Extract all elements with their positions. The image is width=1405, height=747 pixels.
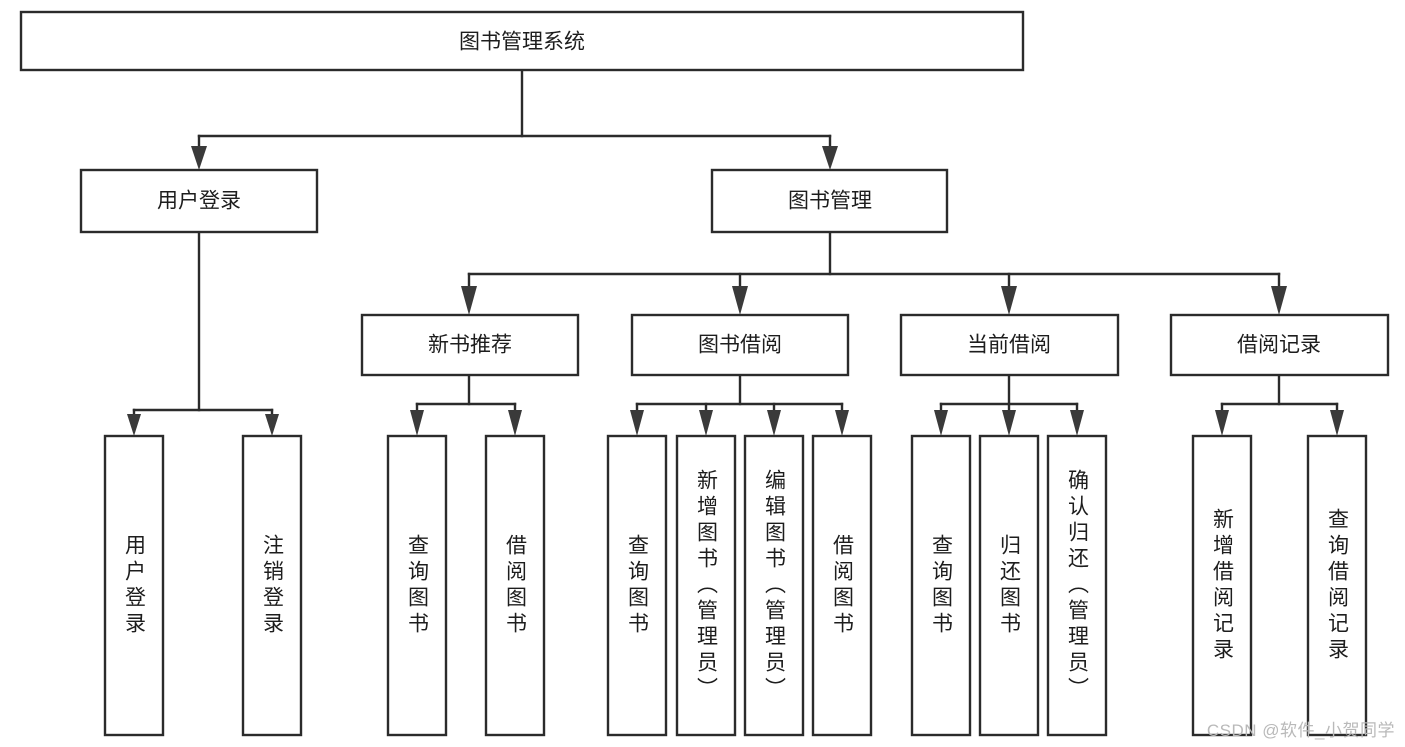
node-leaf-query-book-2[interactable] xyxy=(606,434,668,737)
arrow-head-leaf-user-logout xyxy=(265,414,279,436)
node-current-borrow-box[interactable] xyxy=(899,313,1120,377)
node-leaf-borrow-book-1-box[interactable] xyxy=(484,434,546,737)
arrow-head-book-manage xyxy=(822,146,838,170)
node-book-manage[interactable]: 图书管理 xyxy=(710,168,949,234)
arrow-head-user-login xyxy=(191,146,207,170)
node-user-login-box[interactable] xyxy=(79,168,319,234)
arrow-head-leaf-return-book xyxy=(1002,410,1016,436)
arrow-head-leaf-borrow-book-1 xyxy=(508,410,522,436)
arrow-head-leaf-confirm-return xyxy=(1070,410,1084,436)
node-new-book-recommend-box[interactable] xyxy=(360,313,580,377)
node-leaf-return-book-box[interactable] xyxy=(978,434,1040,737)
arrow-head-leaf-query-book-2 xyxy=(630,410,644,436)
node-leaf-return-book[interactable] xyxy=(978,434,1040,737)
watermark: CSDN @软件_小贺同学 xyxy=(1206,721,1395,740)
node-leaf-edit-book[interactable] xyxy=(743,434,805,737)
node-leaf-add-record-box[interactable] xyxy=(1191,434,1253,737)
node-leaf-borrow-book-2-box[interactable] xyxy=(811,434,873,737)
node-leaf-query-book-1[interactable] xyxy=(386,434,448,737)
arrow-head-new-book-recommend xyxy=(461,286,477,315)
arrow-head-leaf-user-login xyxy=(127,414,141,436)
node-book-manage-box[interactable] xyxy=(710,168,949,234)
node-leaf-query-book-1-box[interactable] xyxy=(386,434,448,737)
node-leaf-user-login-box[interactable] xyxy=(103,434,165,737)
node-root-label: 图书管理系统 xyxy=(459,31,585,54)
node-root[interactable]: 图书管理系统 xyxy=(19,10,1025,72)
node-leaf-add-book[interactable] xyxy=(675,434,737,737)
node-borrow-record-label: 借阅记录 xyxy=(1237,334,1321,357)
node-leaf-confirm-return[interactable] xyxy=(1046,434,1108,737)
arrow-head-book-borrow xyxy=(732,286,748,315)
node-leaf-user-logout[interactable] xyxy=(241,434,303,737)
node-book-borrow-box[interactable] xyxy=(630,313,850,377)
arrow-head-leaf-query-book-3 xyxy=(934,410,948,436)
arrow-head-leaf-query-book-1 xyxy=(410,410,424,436)
node-leaf-query-book-3-box[interactable] xyxy=(910,434,972,737)
node-leaf-edit-book-box[interactable] xyxy=(743,434,805,737)
arrow-head-leaf-add-book xyxy=(699,410,713,436)
node-book-borrow[interactable]: 图书借阅 xyxy=(630,313,850,377)
node-user-login-label: 用户登录 xyxy=(157,190,241,213)
nodes-layer: 图书管理系统 用户登录 图书管理 新书推荐 图书借阅 当前 xyxy=(19,10,1390,737)
node-book-manage-label: 图书管理 xyxy=(788,190,872,213)
edges-layer xyxy=(127,68,1344,436)
node-leaf-user-logout-box[interactable] xyxy=(241,434,303,737)
node-leaf-confirm-return-box[interactable] xyxy=(1046,434,1108,737)
arrow-head-leaf-edit-book xyxy=(767,410,781,436)
node-borrow-record-box[interactable] xyxy=(1169,313,1390,377)
node-borrow-record[interactable]: 借阅记录 xyxy=(1169,313,1390,377)
node-leaf-borrow-book-2[interactable] xyxy=(811,434,873,737)
node-leaf-query-book-2-box[interactable] xyxy=(606,434,668,737)
node-leaf-query-book-3[interactable] xyxy=(910,434,972,737)
node-book-borrow-label: 图书借阅 xyxy=(698,334,782,357)
node-current-borrow-label: 当前借阅 xyxy=(967,334,1051,357)
node-new-book-recommend-label: 新书推荐 xyxy=(428,334,512,357)
node-leaf-user-login[interactable] xyxy=(103,434,165,737)
node-leaf-query-record[interactable] xyxy=(1306,434,1368,737)
node-leaf-add-book-box[interactable] xyxy=(675,434,737,737)
arrow-head-leaf-query-record xyxy=(1330,410,1344,436)
arrow-head-leaf-add-record xyxy=(1215,410,1229,436)
node-root-box[interactable] xyxy=(19,10,1025,72)
arrow-head-borrow-record xyxy=(1271,286,1287,315)
arrow-head-current-borrow xyxy=(1001,286,1017,315)
node-leaf-query-record-box[interactable] xyxy=(1306,434,1368,737)
node-leaf-borrow-book-1[interactable] xyxy=(484,434,546,737)
node-new-book-recommend[interactable]: 新书推荐 xyxy=(360,313,580,377)
node-current-borrow[interactable]: 当前借阅 xyxy=(899,313,1120,377)
arrow-head-leaf-borrow-book-2 xyxy=(835,410,849,436)
node-user-login[interactable]: 用户登录 xyxy=(79,168,319,234)
node-leaf-add-record[interactable] xyxy=(1191,434,1253,737)
